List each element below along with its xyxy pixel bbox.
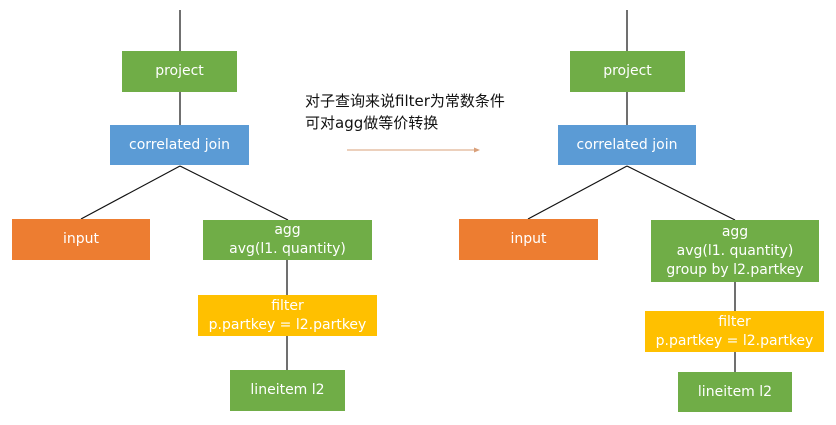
node-title: agg <box>274 222 301 238</box>
node-group-by: group by l2.partkey <box>666 261 804 278</box>
left-input-node: input <box>12 219 150 260</box>
left-lineitem-node: lineitem l2 <box>230 370 345 411</box>
arrow-head-icon <box>474 147 480 153</box>
node-title: agg <box>721 223 749 240</box>
node-label: project <box>603 63 652 79</box>
left-project-node: project <box>122 51 237 92</box>
left-join-input-edge <box>80 165 181 220</box>
node-condition: p.partkey = l2.partkey <box>208 316 367 333</box>
left-join-agg-edge <box>179 165 289 221</box>
node-expr: avg(l1. quantity) <box>676 242 794 259</box>
right-agg-node: agg avg(l1. quantity) group by l2.partke… <box>651 220 819 282</box>
caption-line-1: 对子查询来说filter为常数条件 <box>305 92 505 110</box>
right-input-node: input <box>459 219 598 260</box>
left-filter-node: filter p.partkey = l2.partkey <box>198 295 377 336</box>
node-title: filter <box>271 297 304 314</box>
left-correlated-join-node: correlated join <box>110 125 249 165</box>
right-correlated-join-node: correlated join <box>558 125 696 165</box>
node-label: lineitem l2 <box>250 382 325 398</box>
node-title: filter <box>718 313 751 330</box>
left-agg-node: agg avg(l1. quantity) <box>203 220 372 260</box>
right-lineitem-node: lineitem l2 <box>678 372 792 412</box>
node-label: correlated join <box>129 136 230 153</box>
node-expr: avg(l1. quantity) <box>229 241 346 257</box>
transform-caption: 对子查询来说filter为常数条件 可对agg做等价转换 <box>305 90 505 134</box>
node-label: project <box>155 63 204 79</box>
right-join-agg-edge <box>626 165 736 221</box>
node-condition: p.partkey = l2.partkey <box>655 332 814 349</box>
node-label: correlated join <box>576 136 678 153</box>
node-label: input <box>62 231 99 247</box>
caption-line-2: 可对agg做等价转换 <box>305 114 439 132</box>
right-join-input-edge <box>527 165 628 220</box>
right-filter-node: filter p.partkey = l2.partkey <box>645 311 824 352</box>
right-project-node: project <box>570 51 685 92</box>
node-label: lineitem l2 <box>697 383 773 400</box>
node-label: input <box>510 231 547 247</box>
